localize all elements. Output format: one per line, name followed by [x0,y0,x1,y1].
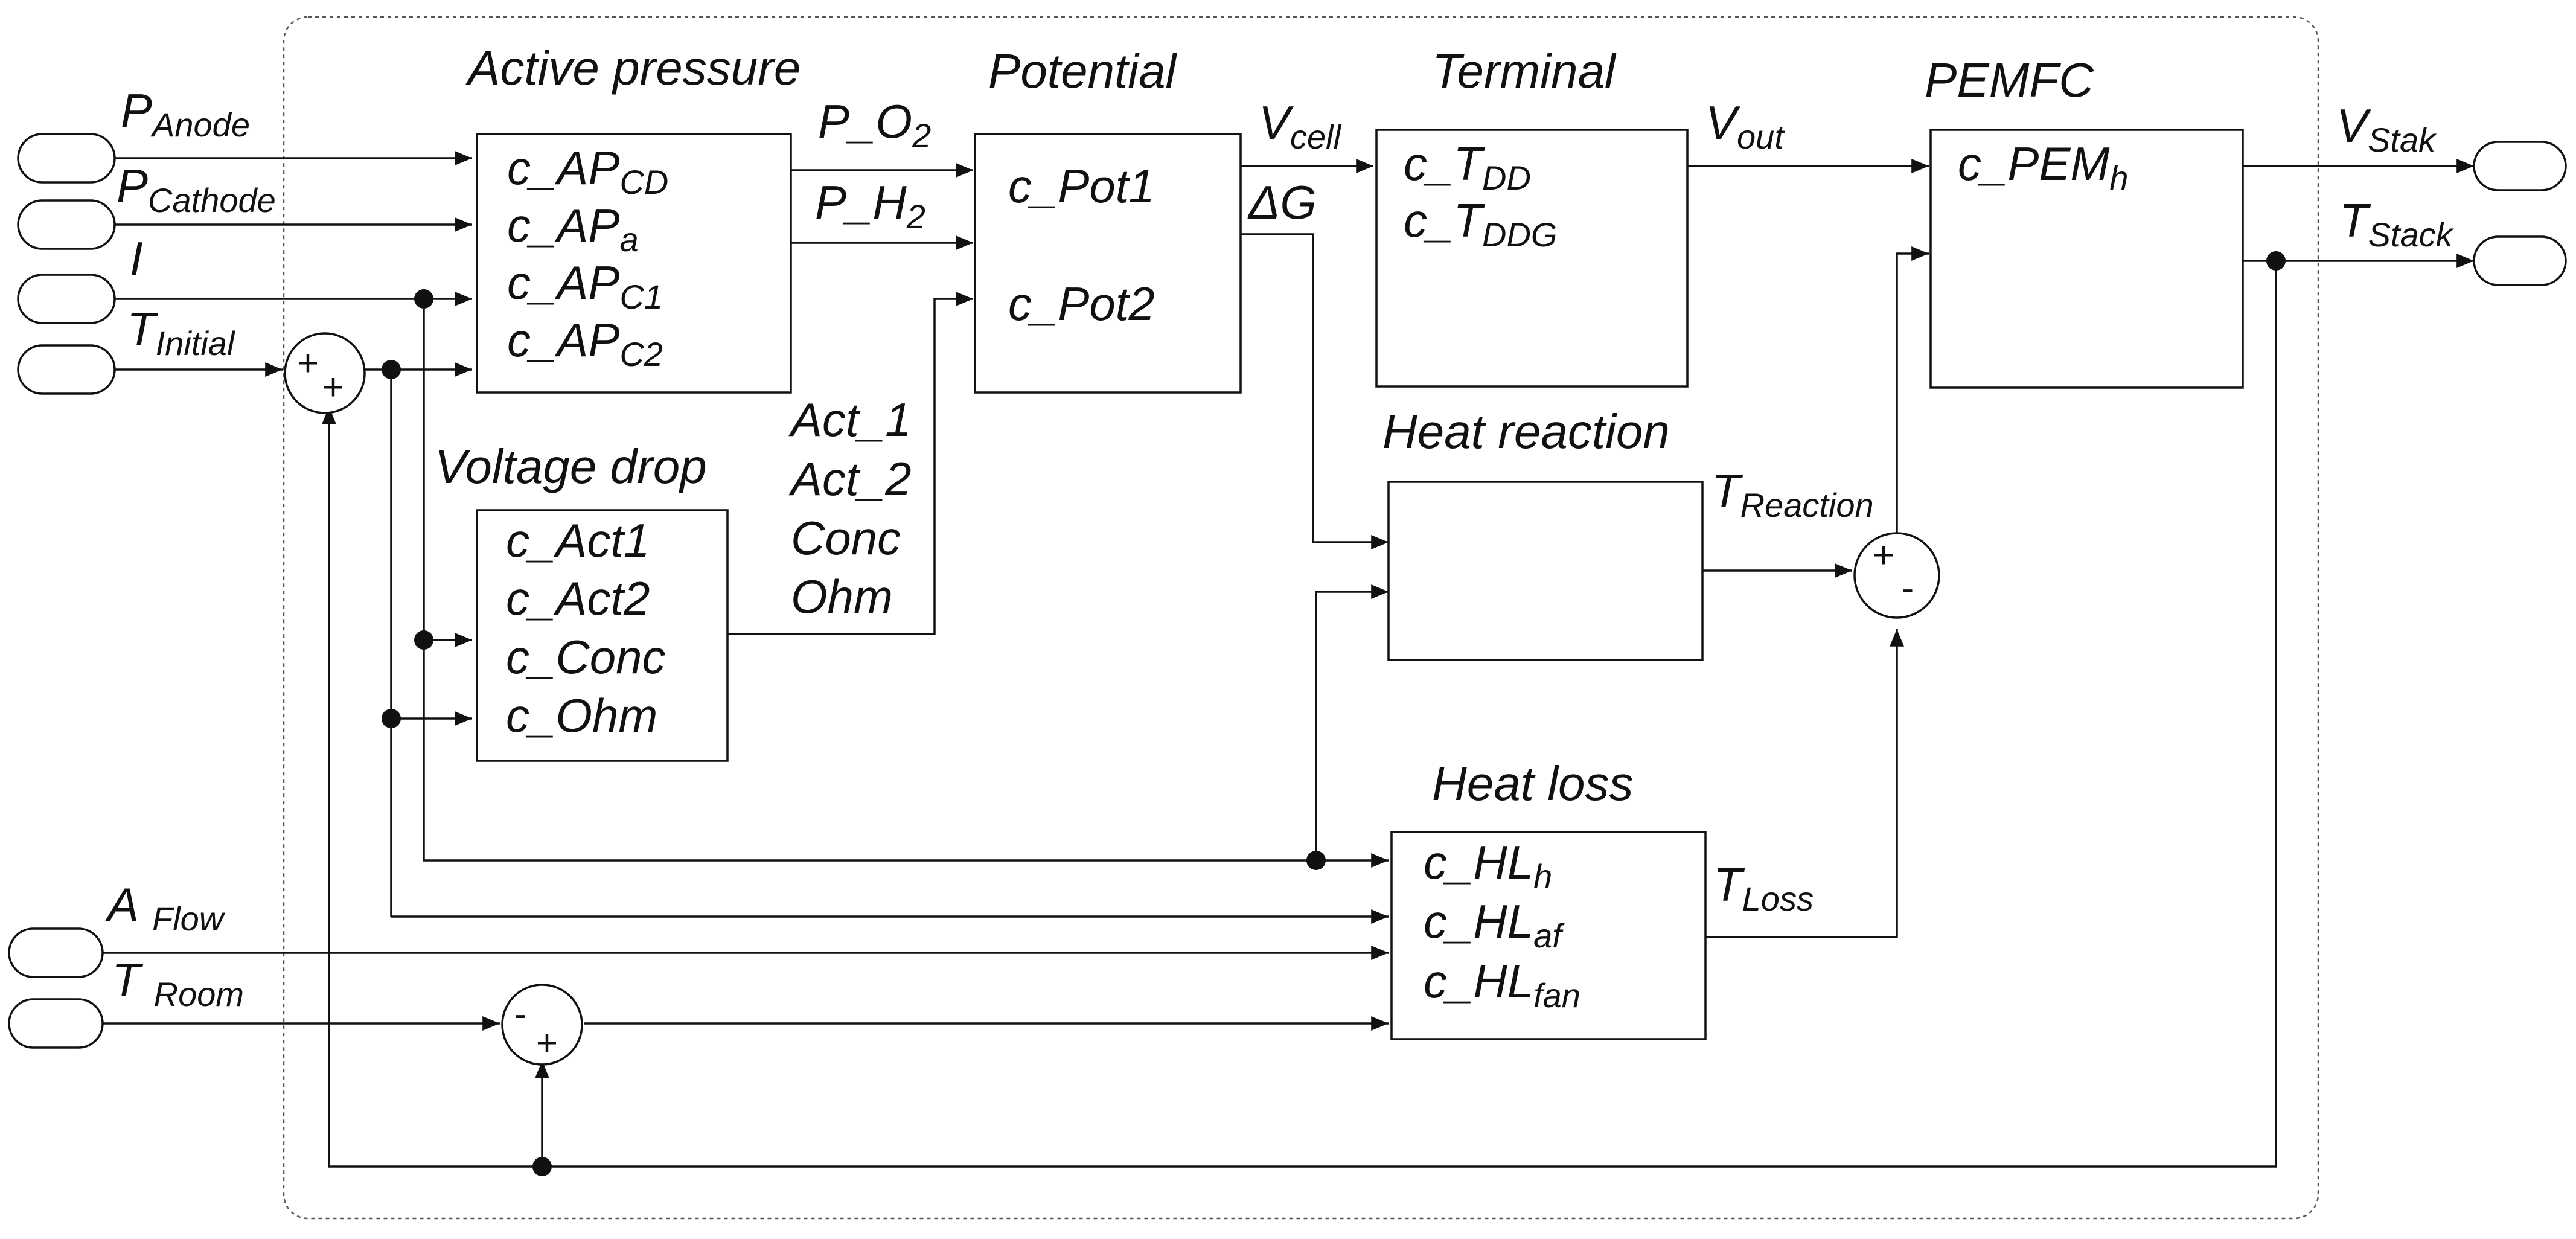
param-ap-c1: c_APC1 [507,256,663,316]
title-terminal: Terminal [1432,44,1617,98]
block-heat-reaction[interactable] [1387,481,1704,661]
summer-initial-sign-top: + [297,342,319,384]
wire-summer-heat-to-pemfc [1896,246,1929,533]
junction-temp-bus [382,360,401,379]
input-terminal-current[interactable] [17,274,116,324]
param-hl-fan: c_HLfan [1424,955,1580,1014]
param-pot1: c_Pot1 [1008,159,1155,213]
label-vd-out-ohm: Ohm [791,570,893,623]
input-terminal-t-room[interactable] [8,998,104,1049]
block-terminal[interactable] [1375,129,1689,388]
summer-room: - + [501,984,583,1066]
label-p-cathode: PCathode [117,159,276,219]
param-act1: c_Act1 [506,514,650,567]
terminals [8,133,2567,1049]
system-boundary-frame [283,16,2319,1220]
label-vd-out-act1: Act_1 [788,393,911,446]
param-ohm: c_Ohm [506,689,657,742]
label-v-cell: Vcell [1259,96,1342,156]
block-pemfc[interactable] [1929,129,2244,389]
label-p-anode: PAnode [121,84,250,144]
wire-current-bus [423,299,1316,862]
label-p-h2: P_H2 [815,176,925,235]
label-v-out: Vout [1705,96,1785,156]
title-voltage-drop: Voltage drop [435,440,707,493]
title-potential: Potential [988,44,1178,98]
title-heat-loss: Heat loss [1432,757,1633,810]
wire-feedback-loop [322,261,2277,1168]
summer-room-sign-bottom: + [536,1022,558,1064]
input-terminal-a-flow[interactable] [8,927,104,978]
output-terminal-v-stak[interactable] [2473,141,2567,191]
summer-heat-sign-bottom: - [1902,568,1914,609]
param-t-dd: c_TDD [1404,137,1531,197]
label-vd-out-conc: Conc [791,511,901,565]
summer-heat: + - [1853,532,1940,619]
junction-current-vd [414,630,433,650]
wires [103,151,2474,1168]
junction-temp-vd [382,709,401,728]
wire-voltage-drop-out [727,292,973,635]
param-ap-cd: c_APCD [507,141,668,201]
param-ap-c2: c_APC2 [507,313,663,373]
wire-current-to-hr [1315,584,1389,860]
junction-feedback-room [532,1157,552,1176]
param-pem-h: c_PEMh [1958,137,2129,197]
input-terminal-p-cathode[interactable] [17,199,116,250]
summer-initial-sign-bottom: + [322,367,344,408]
label-vd-out-act2: Act_2 [788,452,911,505]
label-t-initial: TInitial [127,303,235,362]
summer-heat-circle[interactable] [1853,532,1940,619]
label-t-loss: TLoss [1713,858,1814,918]
summer-initial: + + [284,332,366,414]
junction-current-heat [1306,851,1326,870]
label-t-reaction: TReaction [1711,464,1874,524]
wire-t-loss [1705,629,1904,938]
label-delta-g: ΔG [1247,176,1317,229]
input-terminal-t-initial[interactable] [17,344,116,395]
summer-room-circle[interactable] [501,984,583,1066]
block-active-pressure[interactable] [476,133,792,394]
junction-current-bus [414,289,433,309]
label-t-stack: TStack [2339,194,2455,254]
summer-room-sign-top: - [514,993,527,1035]
block-heat-loss[interactable] [1390,831,1707,1040]
label-v-stak: VStak [2336,99,2437,159]
param-hl-h: c_HLh [1424,836,1552,895]
summer-heat-sign-top: + [1873,534,1894,576]
label-p-o2: P_O2 [818,95,931,155]
wire-delta-g [1241,233,1389,549]
title-active-pressure: Active pressure [465,41,801,95]
summer-initial-circle[interactable] [284,332,366,414]
title-pemfc: PEMFC [1925,53,2094,107]
param-pot2: c_Pot2 [1008,277,1155,330]
param-ap-a: c_APa [507,199,639,258]
label-current: I [130,232,143,285]
junction-t-stack [2266,251,2286,271]
block-potential[interactable] [974,133,1242,394]
param-act2: c_Act2 [506,572,650,625]
title-heat-reaction: Heat reaction [1382,405,1670,458]
input-terminal-p-anode[interactable] [17,133,116,184]
output-terminal-t-stack[interactable] [2473,235,2567,286]
param-conc: c_Conc [506,630,665,684]
param-hl-af: c_HLaf [1424,895,1565,955]
param-t-ddg: c_TDDG [1404,194,1557,254]
junction-dots [382,251,2286,1176]
block-voltage-drop[interactable] [476,509,729,762]
